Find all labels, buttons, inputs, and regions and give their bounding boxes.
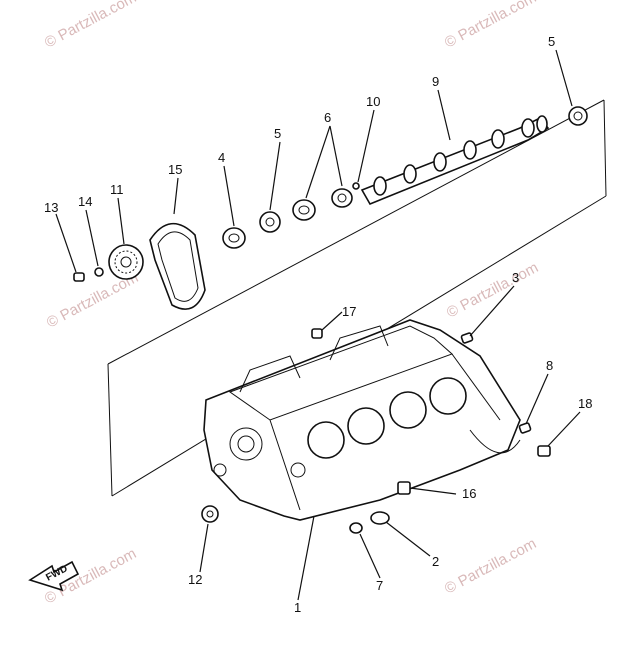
- callout-17: 17: [342, 304, 356, 319]
- callout-13: 13: [44, 200, 58, 215]
- dowel-8: [518, 422, 532, 434]
- callout-2: 2: [432, 554, 439, 569]
- callout-16: 16: [462, 486, 476, 501]
- bearing-4: [222, 227, 246, 249]
- callouts: 5 9 10 6 5 4 15 11 14 13 3 17 8 18 16 2 …: [44, 34, 592, 615]
- callout-6: 6: [324, 110, 331, 125]
- washer-and-bolt: [73, 267, 104, 282]
- watermark-2: © Partzilla.com: [442, 0, 539, 52]
- callout-14: 14: [78, 194, 92, 209]
- pin-10: [352, 182, 360, 190]
- watermark-1: © Partzilla.com: [42, 0, 139, 52]
- dowel-7: [349, 522, 363, 534]
- plug-16: [397, 481, 411, 495]
- cam-sprocket: [108, 244, 144, 280]
- bearing-5-left: [259, 211, 281, 233]
- seal-12: [201, 505, 219, 523]
- watermark-6: © Partzilla.com: [442, 535, 539, 597]
- watermark-4: © Partzilla.com: [444, 259, 541, 321]
- callout-7: 7: [376, 578, 383, 593]
- small-parts: [201, 328, 551, 534]
- callout-18: 18: [578, 396, 592, 411]
- callout-1: 1: [294, 600, 301, 615]
- dowel-17: [311, 328, 323, 339]
- callout-11: 11: [110, 182, 124, 197]
- callout-15: 15: [168, 162, 182, 177]
- bolt-18: [537, 445, 551, 457]
- callout-5-left: 5: [274, 126, 281, 141]
- bearing-6-right: [331, 188, 353, 208]
- callout-10: 10: [366, 94, 380, 109]
- callout-4: 4: [218, 150, 225, 165]
- callout-12: 12: [188, 572, 202, 587]
- callout-5-right: 5: [548, 34, 555, 49]
- forward-arrow-icon: FWD: [28, 560, 80, 592]
- camshaft: [360, 115, 550, 206]
- timing-chain: [149, 222, 206, 310]
- cam-bearings: [222, 106, 588, 249]
- callout-3: 3: [512, 270, 519, 285]
- plug-2: [370, 511, 390, 525]
- callout-9: 9: [432, 74, 439, 89]
- cylinder-block: [203, 319, 521, 521]
- bearing-6-left: [292, 199, 316, 221]
- bearing-5-right: [568, 106, 588, 126]
- callout-8: 8: [546, 358, 553, 373]
- leader-lines: [55, 49, 581, 601]
